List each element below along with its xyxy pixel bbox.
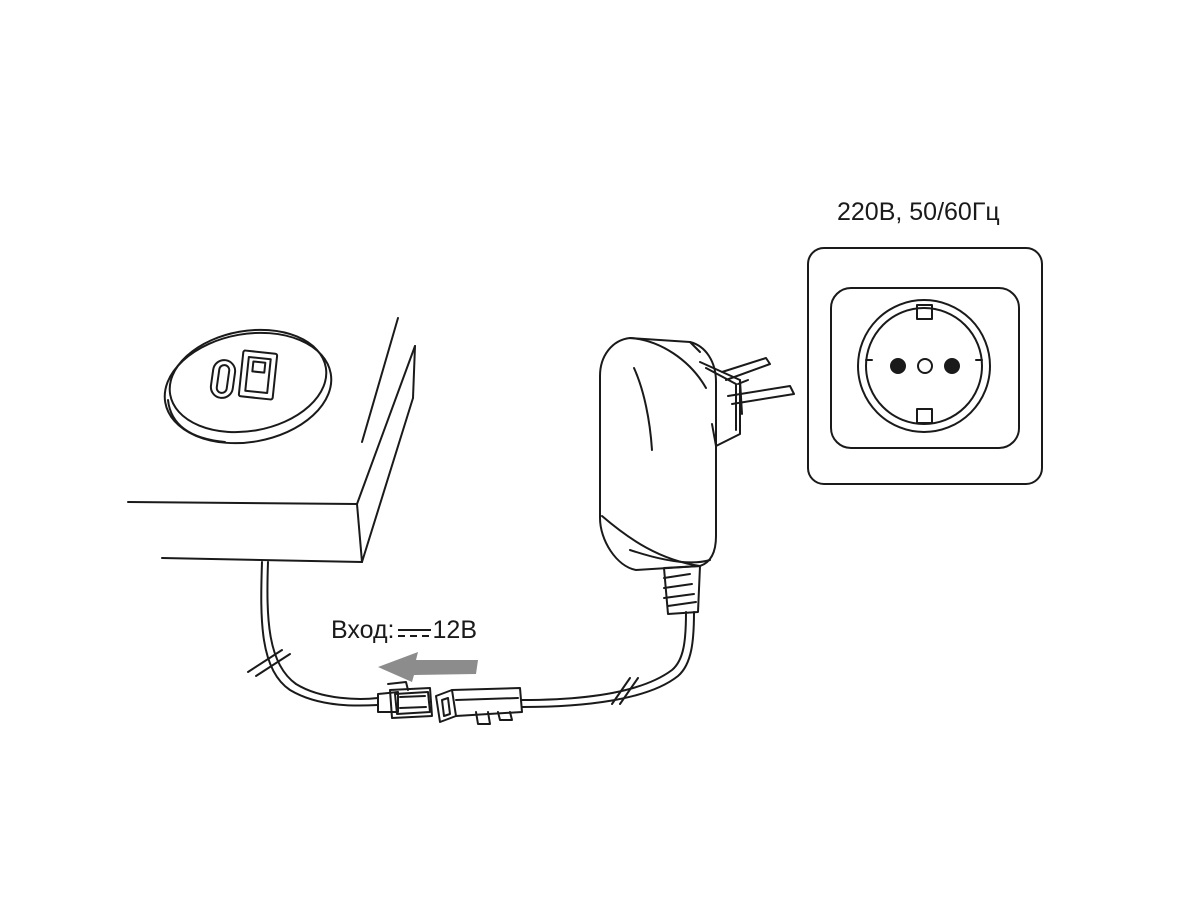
female-connector (436, 688, 522, 724)
input-voltage-value: 12В (432, 616, 477, 644)
power-adapter-icon (600, 338, 794, 570)
wall-outlet-icon (808, 248, 1042, 484)
adapter-cable (522, 612, 694, 707)
input-voltage-label: Вход: 12В (331, 616, 477, 645)
charger-cable (248, 562, 378, 706)
mains-voltage-label: 220В, 50/60Гц (837, 198, 1000, 226)
usb-socket-icon (156, 318, 340, 456)
countertop (128, 318, 415, 562)
male-connector (378, 682, 432, 718)
strain-relief (664, 566, 700, 614)
left-arrow-icon (378, 652, 478, 682)
input-prefix: Вход: (331, 616, 395, 644)
dc-current-icon (397, 626, 431, 640)
